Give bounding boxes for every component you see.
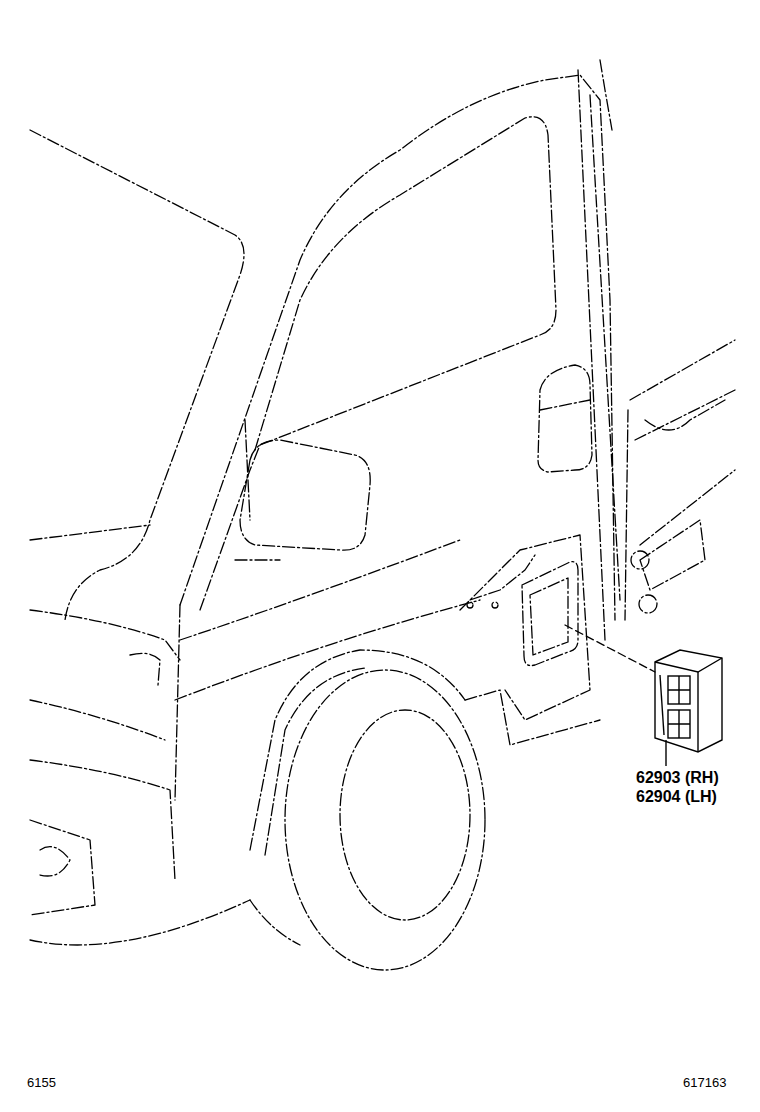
part-number: 62904 (LH) (635, 788, 718, 806)
page-code: 6155 (26, 1076, 57, 1091)
illustration-number: 617163 (682, 1076, 727, 1091)
part-number: 62903 (RH) (635, 769, 720, 787)
